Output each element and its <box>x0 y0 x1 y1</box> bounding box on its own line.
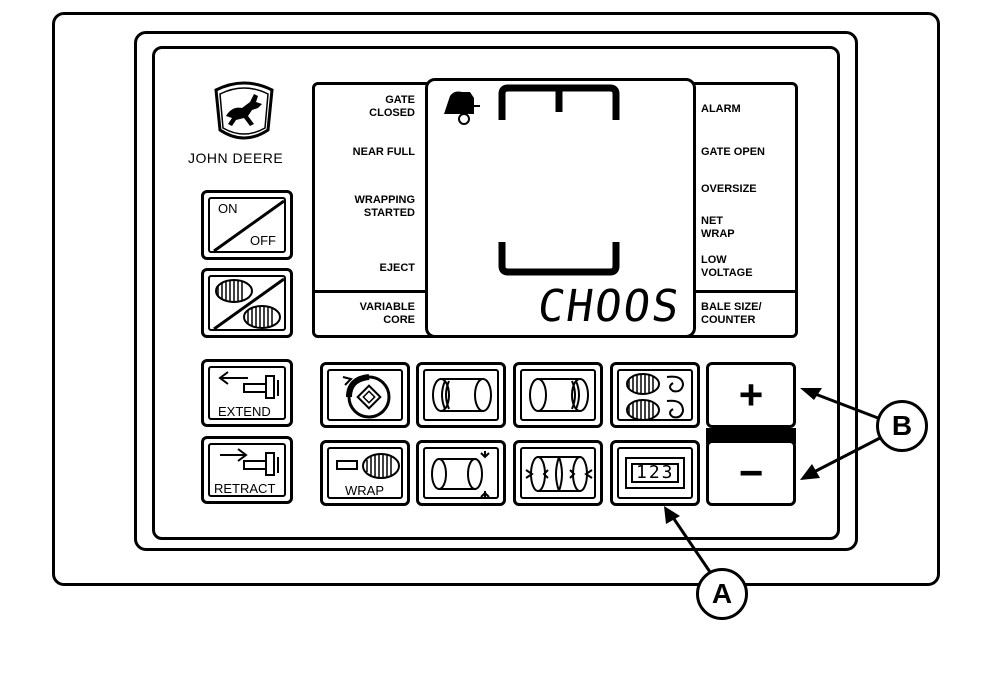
retract-arrow-icon <box>220 448 279 476</box>
monitor-bezel <box>134 31 858 551</box>
extend-arrow-icon <box>218 371 279 399</box>
oversize-label: OVERSIZE <box>701 183 757 195</box>
near-full-label: NEAR FULL <box>352 146 415 158</box>
wrapping-started-label: WRAPPING STARTED <box>354 194 416 219</box>
brand-name: JOHN DEERE <box>188 150 284 166</box>
eject-ramp-button-face <box>327 369 403 421</box>
net-wrap-label: NET WRAP <box>701 215 735 240</box>
label-divider-left <box>315 290 428 293</box>
on-label: ON <box>218 201 238 216</box>
gate-closed-label: GATE CLOSED <box>369 94 415 119</box>
plus-label: + <box>738 371 764 418</box>
bale-left-button-face <box>423 369 499 421</box>
eject-label: EJECT <box>379 262 415 274</box>
counter-display-icon: 123 <box>625 457 685 489</box>
wrap-button-face <box>327 447 403 499</box>
label-divider-right <box>694 290 795 293</box>
extend-label: EXTEND <box>218 404 271 419</box>
off-label: OFF <box>250 233 276 248</box>
bale-density-button[interactable] <box>513 440 603 506</box>
on-off-button-face <box>208 197 286 253</box>
minus-label: − <box>738 449 764 496</box>
wrap-button[interactable]: WRAP <box>320 440 410 506</box>
bale-density-icon <box>525 456 593 492</box>
gate-open-label: GATE OPEN <box>701 146 765 158</box>
retract-button-face <box>208 443 286 497</box>
bale-left-icon <box>432 378 492 412</box>
bale-mode-button[interactable] <box>201 268 293 338</box>
bale-eject-icon <box>342 374 391 419</box>
variable-core-label: VARIABLE CORE <box>359 301 415 326</box>
counter-digits: 123 <box>636 462 675 483</box>
counter-button-face <box>617 447 693 499</box>
monitor-panel <box>152 46 840 540</box>
callout-a: A <box>696 568 748 620</box>
on-off-button[interactable]: ON OFF <box>201 190 293 260</box>
low-voltage-label: LOW VOLTAGE <box>701 254 753 279</box>
lcd-display <box>425 78 696 338</box>
alarm-label: ALARM <box>701 103 741 115</box>
bale-size-button-face <box>423 447 499 499</box>
bale-size-icon <box>431 451 490 499</box>
retract-button[interactable]: RETRACT <box>201 436 293 504</box>
wrap-label: WRAP <box>345 483 384 498</box>
plus-button[interactable]: + <box>706 362 796 428</box>
john-deere-logo-icon <box>214 81 274 140</box>
bale-right-button[interactable] <box>513 362 603 428</box>
wrap-twine-button-face <box>617 369 693 421</box>
bale-mode-button-face <box>208 275 286 331</box>
minus-button[interactable]: − <box>706 440 796 506</box>
bale-mode-icon <box>213 277 285 331</box>
retract-label: RETRACT <box>214 481 276 496</box>
counter-button[interactable]: 123 <box>610 440 700 506</box>
bale-chamber-icon <box>498 84 620 276</box>
counter-display-inner <box>631 463 679 483</box>
on-off-slash-icon <box>213 199 285 253</box>
wrap-twine-button[interactable] <box>610 362 700 428</box>
wrap-twine-icon <box>626 373 685 421</box>
bale-size-button[interactable] <box>416 440 506 506</box>
baler-icon <box>444 91 480 125</box>
extend-button[interactable]: EXTEND <box>201 359 293 427</box>
bale-left-button[interactable] <box>416 362 506 428</box>
bale-right-icon <box>529 378 589 412</box>
callout-b: B <box>876 400 928 452</box>
bale-size-counter-label: BALE SIZE/ COUNTER <box>701 301 762 326</box>
monitor-housing <box>52 12 940 586</box>
extend-button-face <box>208 366 286 420</box>
bale-right-button-face <box>520 369 596 421</box>
bale-density-button-face <box>520 447 596 499</box>
net-wrap-icon <box>336 453 400 479</box>
eject-ramp-button[interactable] <box>320 362 410 428</box>
